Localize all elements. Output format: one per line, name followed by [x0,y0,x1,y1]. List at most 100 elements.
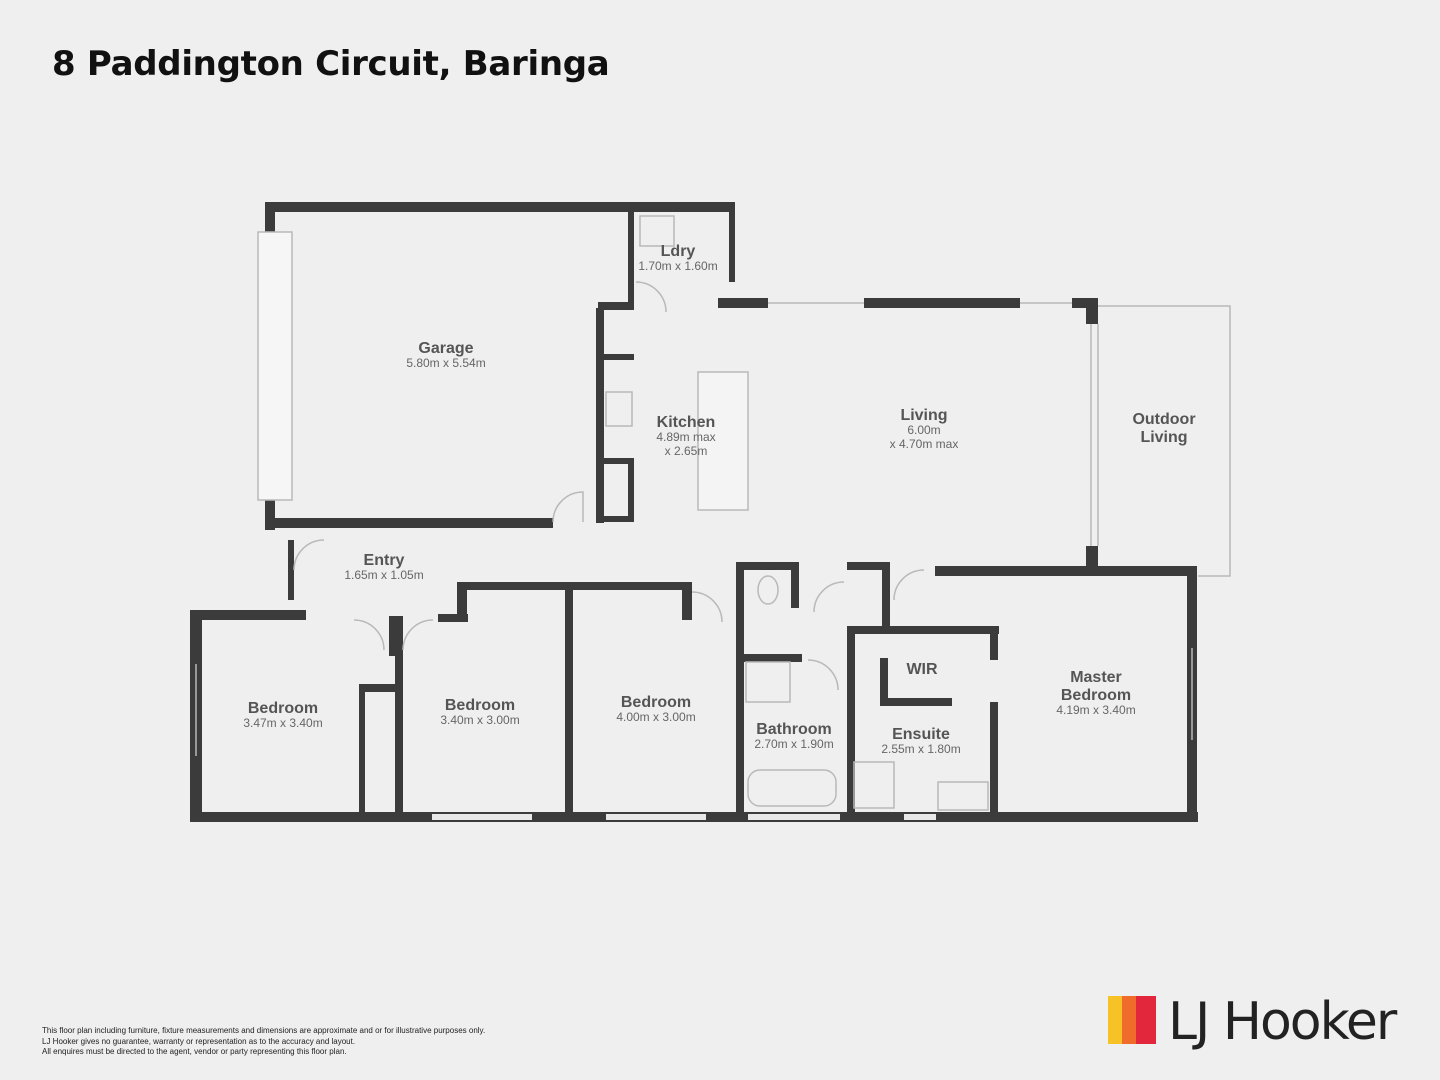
wall [265,202,735,212]
wall [791,562,799,608]
wall [736,562,744,816]
room-dimension-bathroom: 2.70m x 1.90m [754,737,833,751]
brand-bar [1136,996,1156,1044]
bathtub [747,769,837,807]
room-dimension-laundry: 1.70m x 1.60m [638,259,717,273]
wall [389,616,399,656]
brand-bar [1122,996,1140,1044]
wall [990,702,998,816]
wall [265,518,553,528]
wall [190,610,306,620]
wall [935,566,1197,576]
door [402,619,434,651]
room-dimension-bedroom2: 3.40m x 3.00m [440,713,519,727]
brand-bar [1108,996,1126,1044]
wall [596,458,634,464]
wall [1086,298,1098,324]
room-name-living: Living [900,407,947,424]
room-dimension-garage: 5.80m x 5.54m [406,356,485,370]
room-name-kitchen: Kitchen [657,414,716,431]
wall [847,562,889,570]
brand-name: LJ Hooker [1168,992,1397,1052]
room-dimension-outdoor: Living [1140,429,1187,446]
door [353,619,385,651]
room-dimension-master: 4.19m x 3.40m [1056,703,1135,717]
room-dimension-kitchen: 4.89m max [656,430,715,444]
cooktop [605,391,633,427]
kitchen-island [697,371,749,511]
wall [864,298,1020,308]
door [552,491,584,523]
wall [438,614,468,622]
door [807,659,839,691]
room-dimension-ensuite: 2.55m x 1.80m [881,742,960,756]
wall [628,458,634,522]
door [293,539,325,571]
room-name-master: Master [1070,669,1122,686]
wall [288,540,294,600]
wall [682,582,692,620]
wall [628,212,634,308]
toilet [757,575,779,605]
wall [736,562,798,570]
disclaimer-line: LJ Hooker gives no guarantee, warranty o… [42,1036,356,1046]
room-dimension-living: 6.00m [907,423,940,437]
room-name-garage: Garage [418,340,473,357]
room-name-wir: WIR [906,661,938,678]
outdoor-outline [1098,305,1231,577]
disclaimer-line: All enquires must be directed to the age… [42,1047,347,1056]
room-dimension-bedroom1: 3.47m x 3.40m [243,716,322,730]
wall [990,626,998,660]
wall [847,626,999,634]
fixtures [195,215,1231,820]
door [813,581,845,613]
wall [882,562,890,626]
shower [853,761,895,809]
wall [457,582,467,622]
room-dimension-master: Bedroom [1061,687,1131,704]
room-name-ensuite: Ensuite [892,726,950,743]
wall [740,654,802,662]
wall [880,698,952,706]
room-name-bedroom3: Bedroom [621,694,691,711]
wall [359,684,365,816]
wall [847,626,855,816]
garage-door [257,231,293,501]
wall [598,302,634,310]
wall [718,298,768,308]
shower [745,661,791,703]
wall [596,516,634,522]
wall [880,658,888,706]
wall [457,582,691,590]
door [691,591,723,623]
room-name-outdoor: Outdoor [1132,411,1195,428]
page-title: 8 Paddington Circuit, Baringa [52,44,610,84]
room-name-bedroom1: Bedroom [248,700,318,717]
brand-mark-icon [1108,996,1156,1044]
wall [1072,298,1098,308]
vanity [937,781,989,811]
wall [359,684,397,692]
room-name-bedroom2: Bedroom [445,697,515,714]
disclaimer: This floor plan including furniture, fix… [42,1026,602,1058]
walls [190,202,1198,822]
wall [565,586,573,816]
wall [596,354,634,360]
disclaimer-line: This floor plan including furniture, fix… [42,1026,486,1035]
wall [596,308,604,523]
room-name-laundry: Ldry [661,243,696,260]
wall [729,202,735,282]
brand-logo[interactable]: LJ Hooker [1108,992,1397,1056]
door [635,281,667,313]
laundry-tub [639,215,675,247]
wall [395,616,403,816]
door [893,569,925,601]
room-dimension-entry: 1.65m x 1.05m [344,568,423,582]
room-name-entry: Entry [364,552,405,569]
room-dimension-kitchen: x 2.65m [665,444,708,458]
room-dimension-living: x 4.70m max [890,437,959,451]
room-dimension-bedroom3: 4.00m x 3.00m [616,710,695,724]
room-name-bathroom: Bathroom [756,721,832,738]
